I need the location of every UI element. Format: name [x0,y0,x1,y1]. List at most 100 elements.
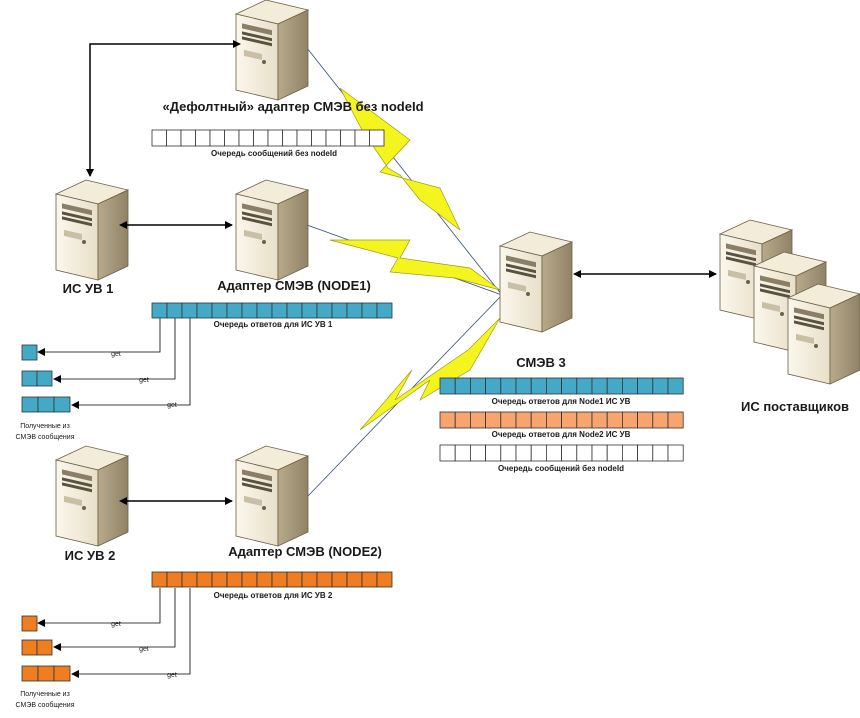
received2-a [21,615,38,632]
queue1-cell [241,302,258,319]
smev-queue2-cell [622,411,639,429]
queue1-cell [151,302,168,319]
queue2-cell [271,571,288,588]
isuv1-server-icon [55,179,129,281]
received1-label-line2: СМЭВ сообщения [16,433,75,441]
default-queue [151,129,385,147]
default-queue-cell [354,129,370,147]
smev-queue2-cell [500,411,517,429]
smev-queue2-cell [591,411,608,429]
received1-a [21,344,38,361]
received2-b-cell [21,639,38,656]
smev-queue3-cell [667,444,684,462]
connection-arrows [86,40,717,505]
received1-b-cell [36,370,53,387]
received2-c [21,665,71,682]
get-label-2c: get [167,672,177,679]
queue1-cell [346,302,363,319]
smev-queue1-cell [530,377,547,395]
smev-queue1-cell [546,377,563,395]
default-queue-cell [340,129,356,147]
queue2-cell [376,571,393,588]
queue2-cell [196,571,213,588]
default-queue-cell [195,129,211,147]
default-queue-label: Очередь сообщений без nodeId [211,149,337,158]
queue1-cell [361,302,378,319]
smev-queue1-cell [622,377,639,395]
received1-label-line1: Полученные из [20,423,70,430]
queue1 [151,302,393,319]
get-arrows-queue1 [37,318,191,409]
smev-queue3-cell [606,444,623,462]
smev-queue2-cell [561,411,578,429]
smev-queue2-cell [454,411,471,429]
queue2-cell [226,571,243,588]
default-adapter-server-icon [235,0,309,101]
received1-b [21,370,53,387]
smev-queue3-cell [500,444,517,462]
queue2-label: Очередь ответов для ИС УВ 2 [214,591,333,600]
smev-queue2-label: Очередь ответов для Node2 ИС УВ [492,430,631,439]
received2-b-cell [36,639,53,656]
default-queue-cell [166,129,182,147]
smev-queue1-cell [469,377,486,395]
queue2 [151,571,393,588]
smev-queue1 [439,377,684,395]
queue2-cell [256,571,273,588]
smev-queue2-cell [469,411,486,429]
queue2-cell [346,571,363,588]
default-queue-cell [238,129,254,147]
queue2-cell [241,571,258,588]
smev-queue1-cell [439,377,456,395]
smev-queue3-label: Очередь сообщений без nodeId [498,464,624,473]
received2-b [21,639,53,656]
smev3-server-icon [499,231,573,333]
smev-queue3-cell [454,444,471,462]
queue1-cell [286,302,303,319]
default-queue-cell [253,129,269,147]
queue2-cell [361,571,378,588]
smev-queue3-cell [576,444,593,462]
adapter2-label: Адаптер СМЭВ (NODE2) [228,544,382,559]
queue2-cell [316,571,333,588]
smev3-label: СМЭВ 3 [516,355,566,370]
queue2-cell [286,571,303,588]
provider-server-3-icon [787,283,860,385]
queue2-cell [211,571,228,588]
smev-queue3-cell [622,444,639,462]
received2-label-line2: СМЭВ сообщения [16,701,75,709]
received1-c [21,396,71,413]
smev-queue2-cell [546,411,563,429]
queue1-cell [376,302,393,319]
default-queue-cell [224,129,240,147]
smev-queue2-cell [485,411,502,429]
isuv1-label: ИС УВ 1 [63,281,114,296]
smev-queue2-cell [439,411,456,429]
default-queue-cell [180,129,196,147]
queue2-cell [331,571,348,588]
smev-queue2-cell [515,411,532,429]
smev-queue3-cell [485,444,502,462]
isuv2-label: ИС УВ 2 [65,548,116,563]
default-queue-cell [267,129,283,147]
smev-queue3 [439,444,684,462]
smev-queue2 [439,411,684,429]
received1-c-cell [37,396,55,413]
default-queue-cell [296,129,312,147]
queue1-cell [271,302,288,319]
providers-label: ИС поставщиков [741,399,849,414]
lightning-bolt-icon [329,87,501,431]
default-queue-cell [325,129,341,147]
queue1-label: Очередь ответов для ИС УВ 1 [214,320,333,329]
smev-queue1-cell [576,377,593,395]
smev-queue2-cell [667,411,684,429]
get-arrows-queue2 [37,588,191,678]
queue1-cell [301,302,318,319]
default-queue-cell [209,129,225,147]
smev-queue1-cell [591,377,608,395]
smev-queue3-cell [530,444,547,462]
smev-queue2-cell [637,411,654,429]
received1-c-cell [53,396,71,413]
